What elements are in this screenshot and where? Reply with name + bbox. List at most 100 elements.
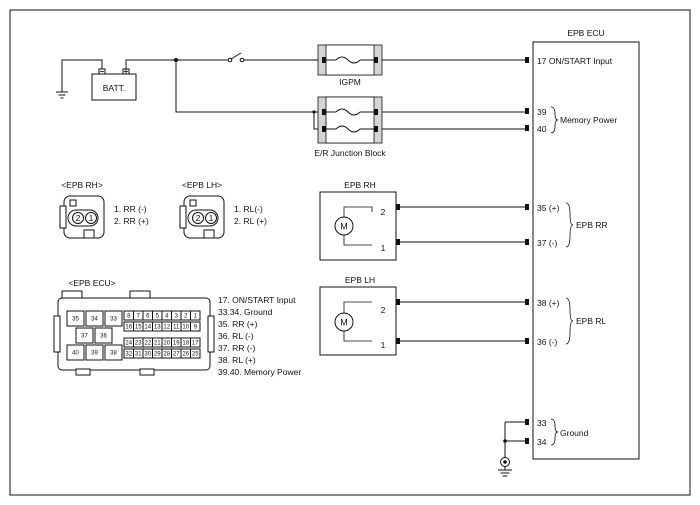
ecu-terminal-39 (525, 108, 529, 114)
connector-rh-legend-1: 1. RR (-) (114, 204, 147, 214)
epb-lh-motor-symbol: M (340, 318, 348, 328)
connector-ecu-pin-37-label: 37 (81, 334, 88, 340)
connector-ecu-pin-16-label: 16 (125, 325, 132, 331)
connector-ecu-pin-38 (104, 344, 123, 361)
epb-rr-label: EPB RR (576, 220, 608, 230)
memory-power-label: Memory Power (560, 115, 617, 125)
ecu-pin-33-label: 33 (537, 418, 547, 428)
connector-ecu-pin-21-label: 21 (154, 341, 161, 347)
connector-ecu-pin-11-label: 11 (173, 325, 180, 331)
ecu-terminal-35 (525, 204, 529, 210)
connector-ecu-pin-35-label: 35 (72, 317, 79, 323)
connector-ecu-pin-38-label: 38 (110, 351, 117, 357)
ecu-pin-17-label: 17 ON/START Input (537, 56, 613, 66)
ecu-terminal-37 (525, 239, 529, 245)
connector-ecu-pin-3-label: 3 (175, 314, 179, 320)
connector-ecu-pin-32-label: 32 (125, 352, 132, 358)
connector-ecu-pin-36 (94, 327, 113, 344)
connector-ecu-pin-28-label: 28 (163, 352, 170, 358)
ecu-terminal-40 (525, 125, 529, 131)
connector-ecu-pin-34 (85, 310, 104, 327)
connector-ecu-pin-17 (190, 337, 201, 348)
connector-ecu-pin-18-label: 18 (182, 341, 189, 347)
epb-lh-pin2-label: 2 (381, 305, 386, 315)
ground-brace (550, 418, 559, 446)
connector-rh-pin-2-label: 2 (76, 213, 81, 223)
connector-ecu-pin-19-label: 19 (173, 341, 180, 347)
junction-fuse-1-icon (335, 108, 361, 116)
junction-fuse-2-icon (335, 125, 361, 133)
connector-ecu-pin-39-label: 39 (91, 351, 98, 357)
connector-ecu-pin-6-label: 6 (146, 314, 150, 320)
connector-ecu-pin-29-label: 29 (154, 352, 161, 358)
diagram-border (9, 9, 691, 496)
connector-ecu-legend-1: 17. ON/START Input (218, 295, 296, 305)
connector-ecu-pin-7-label: 7 (137, 314, 141, 320)
ecu-terminal-34 (525, 438, 529, 444)
ecu-pin-38-label: 38 (+) (537, 298, 560, 308)
epb-rh-motor-title: EPB RH (344, 180, 376, 190)
connector-rh-pin-1 (85, 212, 97, 224)
connector-ecu-pin-22-label: 22 (144, 341, 151, 347)
connector-rh-pin-2 (72, 212, 84, 224)
connector-rh-title: <EPB RH> (61, 180, 103, 190)
connector-ecu-legend-7: 39.40. Memory Power (218, 367, 301, 377)
connector-ecu-pin-40-label: 40 (72, 351, 79, 357)
connector-ecu-pin-33 (104, 310, 123, 327)
connector-lh-legend-2: 2. RL (+) (234, 216, 267, 226)
connector-lh-pin-1-label: 1 (209, 213, 214, 223)
connector-ecu-pin-8-label: 8 (127, 314, 131, 320)
memory-power-brace (550, 106, 559, 134)
battery-label: BATT. (103, 83, 126, 93)
ecu-pin-34-label: 34 (537, 437, 547, 447)
epb-rh-pin2-label: 2 (381, 207, 386, 217)
connector-ecu-pin-30-label: 30 (144, 352, 151, 358)
junction-block-label: E/R Junction Block (314, 148, 386, 158)
ground-label: Ground (560, 428, 589, 438)
connector-ecu-pin-10-label: 10 (182, 325, 189, 331)
connector-ecu-pin-13-label: 13 (154, 325, 161, 331)
connector-ecu-pin-5-label: 5 (156, 314, 160, 320)
battery-box (91, 73, 137, 101)
epb-ecu-box (532, 41, 640, 460)
connector-ecu-pin-34-label: 34 (91, 317, 98, 323)
igpm-fuse-icon (335, 56, 361, 64)
connector-ecu-pin-31-label: 31 (135, 352, 142, 358)
ecu-pin-40-label: 40 (537, 124, 547, 134)
connector-lh-pin-2-label: 2 (196, 213, 201, 223)
epb-rh-motor-box (319, 191, 397, 261)
epb-ecu-title: EPB ECU (567, 28, 604, 38)
connector-ecu-pin-12-label: 12 (163, 325, 170, 331)
connector-lh-pin-2 (192, 212, 204, 224)
connector-ecu-pin-40 (66, 344, 85, 361)
connector-lh-legend-1: 1. RL(-) (234, 204, 263, 214)
epb-rr-brace (565, 202, 574, 248)
ecu-pin-39-label: 39 (537, 107, 547, 117)
ignition-switch-icon (227, 57, 233, 63)
ecu-terminal-33 (525, 419, 529, 425)
ecu-pin-36-label: 36 (-) (537, 337, 557, 347)
connector-ecu-pin-15-label: 15 (135, 325, 142, 331)
ecu-pin-37-label: 37 (-) (537, 238, 557, 248)
connector-ecu-legend-3: 35. RR (+) (218, 319, 258, 329)
epb-lh-motor-box (319, 286, 397, 356)
epb-rl-brace (565, 297, 574, 345)
connector-ecu-pin-27-label: 27 (173, 352, 180, 358)
ecu-pin-35-label: 35 (+) (537, 203, 560, 213)
connector-ecu-pin-37 (75, 327, 94, 344)
ecu-terminal-38 (525, 299, 529, 305)
connector-ecu-legend-4: 36. RL (-) (218, 331, 254, 341)
connector-ecu-pin-17-label: 17 (192, 341, 199, 347)
epb-rh-motor-symbol: M (340, 222, 348, 232)
connector-ecu-legend-5: 37. RR (-) (218, 343, 255, 353)
connector-ecu-pin-33-label: 33 (110, 317, 117, 323)
connector-ecu-pin-25 (190, 348, 201, 359)
epb-lh-pin1-label: 1 (381, 340, 386, 350)
connector-ecu-pin-39 (85, 344, 104, 361)
connector-ecu-pin-9-label: 9 (194, 325, 198, 331)
igpm-label: IGPM (339, 77, 361, 87)
ecu-terminal-17 (525, 57, 529, 63)
epb-rh-pin1-label: 1 (381, 243, 386, 253)
